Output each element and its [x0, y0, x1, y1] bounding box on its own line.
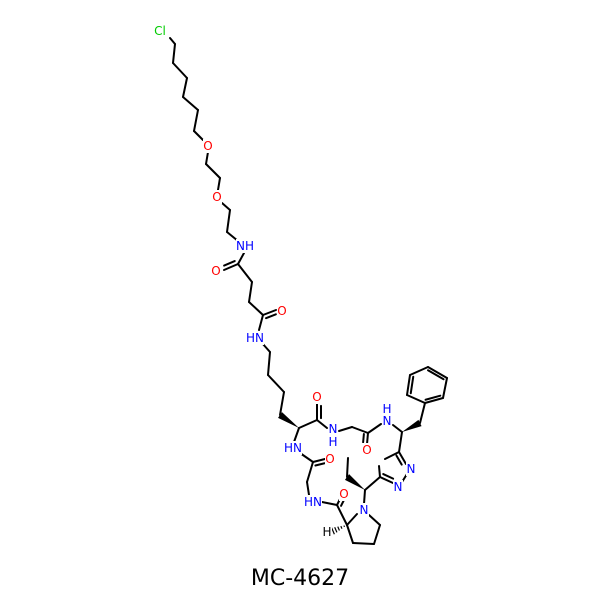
double-bond: [223, 263, 239, 271]
bond: [392, 424, 403, 433]
bond: [182, 77, 188, 98]
bond: [298, 419, 318, 429]
bond: [169, 37, 176, 45]
atom-label-oxygen: O: [325, 452, 334, 466]
bond: [306, 481, 310, 496]
double-bond: [395, 454, 403, 466]
bond: [346, 513, 358, 526]
bond: [306, 461, 314, 483]
bond: [293, 427, 300, 443]
bond: [316, 419, 328, 429]
bond: [182, 96, 199, 111]
bond: [352, 542, 375, 545]
bond: [193, 130, 204, 141]
atom-label-oxygen: O: [339, 487, 348, 501]
hash-bond: [331, 527, 335, 535]
atom-label-hydrogen: H: [322, 525, 331, 539]
bond: [363, 489, 366, 505]
bond: [398, 431, 403, 453]
bond: [442, 377, 448, 399]
atom-label-nitrogen: HN: [284, 441, 302, 455]
bond: [406, 394, 426, 404]
bond: [424, 397, 444, 404]
double-bond: [366, 432, 369, 445]
double-bond: [312, 458, 326, 463]
bond: [321, 501, 338, 506]
atom-label-nitrogen: HN: [304, 495, 322, 509]
atom-label-nitrogen: N: [360, 503, 369, 517]
bond: [346, 457, 349, 478]
hash-bond: [343, 525, 346, 528]
atom-label-nitrogen: HN: [246, 331, 264, 345]
bond: [427, 366, 448, 379]
bond: [346, 524, 354, 544]
bond: [419, 402, 426, 424]
bond: [193, 109, 199, 132]
bond: [384, 451, 400, 460]
bond: [221, 202, 231, 211]
bond: [338, 426, 353, 432]
wedge-bond: [402, 419, 422, 432]
atom-label-hydrogen: H: [328, 435, 337, 449]
bond: [205, 163, 221, 179]
double-bond: [382, 473, 395, 480]
atom-label-nitrogen: N: [394, 480, 403, 494]
bond: [248, 281, 253, 303]
atom-label-oxygen: O: [211, 264, 220, 278]
hash-bond: [340, 525, 343, 529]
bond: [205, 151, 209, 165]
bond: [226, 209, 231, 233]
bond: [378, 465, 381, 478]
aromatic-bond: [409, 375, 415, 395]
bond: [258, 314, 264, 331]
atom-label-oxygen: O: [277, 304, 286, 318]
bond: [248, 301, 264, 316]
double-bond: [398, 451, 407, 465]
atom-label-hydrogen: H: [382, 402, 391, 416]
wedge-bond: [344, 474, 365, 490]
aromatic-bond: [427, 369, 445, 381]
atom-label-nitrogen: NH: [236, 239, 254, 253]
bond: [237, 263, 253, 283]
bond: [336, 504, 348, 526]
atom-label-oxygen: O: [312, 390, 321, 404]
hash-bond: [337, 526, 340, 531]
bond: [267, 374, 285, 393]
atom-label-nitrogen: N: [329, 422, 338, 436]
bond: [217, 177, 221, 191]
bond: [267, 351, 271, 376]
bond: [368, 514, 381, 526]
double-bond: [223, 260, 236, 267]
bond: [172, 62, 188, 79]
atom-label-nitrogen: N: [407, 462, 416, 476]
atom-label-oxygen: O: [362, 443, 371, 457]
hash-bond: [334, 526, 338, 533]
bond: [237, 252, 245, 265]
bond: [406, 374, 411, 396]
atom-label-nitrogen: N: [383, 414, 392, 428]
bond: [409, 366, 429, 376]
double-bond: [362, 432, 365, 444]
bond: [172, 43, 176, 64]
bond: [373, 524, 381, 545]
wedge-bond: [278, 412, 299, 428]
atom-label-oxygen: O: [212, 190, 221, 204]
atom-label-oxygen: O: [203, 139, 212, 153]
bond: [279, 391, 285, 416]
aromatic-bond: [424, 394, 442, 401]
bond: [299, 452, 314, 463]
double-bond: [314, 462, 326, 467]
double-bond: [264, 313, 277, 320]
bond: [367, 423, 382, 434]
bond: [364, 476, 381, 491]
compound-name: MC-4627: [250, 566, 350, 591]
double-bond: [262, 309, 277, 316]
double-bond: [379, 476, 394, 484]
bond: [351, 426, 369, 434]
atom-label-chlorine: Cl: [154, 24, 166, 38]
